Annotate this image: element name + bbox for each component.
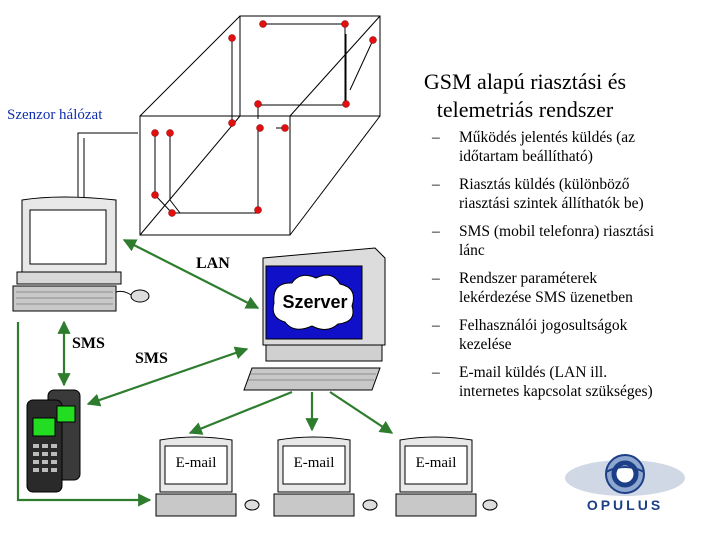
opulus-logo xyxy=(565,454,685,496)
email-label-1: E-mail xyxy=(175,455,217,471)
bullet-dash: – xyxy=(432,223,440,240)
feature-line: Felhasználói jogosultságok xyxy=(459,317,628,334)
title-line-1: GSM alapú riasztási és xyxy=(423,69,627,94)
bullet-dash: – xyxy=(432,317,440,334)
feature-line: E-mail küldés (LAN ill. xyxy=(459,364,608,381)
client-computer xyxy=(12,196,150,312)
feature-list: – Működés jelentés küldés (az időtartam be… xyxy=(432,128,707,410)
sensor-network-cube xyxy=(139,15,381,236)
feature-line: Riasztás küldés (különböző xyxy=(459,176,630,193)
feature-line: lekérdezése SMS üzenetben xyxy=(459,289,633,306)
lan-arrow xyxy=(122,239,260,309)
server-computer xyxy=(243,247,386,391)
sensor-network-label: Szenzor hálózat xyxy=(7,107,103,123)
sensor-nodes xyxy=(151,20,377,217)
feature-line: lánc xyxy=(459,242,485,259)
bullet-dash: – xyxy=(432,364,440,381)
feature-item: – Rendszer paraméterek lekérdezése SMS üze… xyxy=(432,269,707,307)
email-label-2: E-mail xyxy=(293,455,335,471)
email-computer-3 xyxy=(395,436,498,517)
feature-line: riasztási szintek állíthatók be) xyxy=(459,195,644,212)
email-line-left xyxy=(16,322,152,507)
sensor-wires xyxy=(139,23,374,235)
bullet-dash: – xyxy=(432,129,440,146)
connection-arrows xyxy=(16,239,394,507)
server-label: Szerver xyxy=(282,292,348,312)
email-arrow-3 xyxy=(329,391,394,434)
opulus-logo-text: OPULUS xyxy=(586,497,664,513)
feature-item: – Működés jelentés küldés (az időtartam be… xyxy=(432,128,707,166)
feature-line: internetes kapcsolat szükséges) xyxy=(459,383,653,400)
lan-label: LAN xyxy=(196,255,230,272)
feature-item: – SMS (mobil telefonra) riasztási lánc xyxy=(432,222,707,260)
sms-arrow-mid xyxy=(86,346,249,407)
feature-item: – Felhasználói jogosultságok kezelése xyxy=(432,316,707,354)
email-arrow-1 xyxy=(188,390,293,435)
feature-item: – E-mail küldés (LAN ill. internetes kapcs… xyxy=(432,363,707,401)
email-label-3: E-mail xyxy=(415,455,457,471)
feature-line: Működés jelentés küldés (az xyxy=(459,129,636,146)
mobile-phones xyxy=(26,389,81,493)
feature-line: SMS (mobil telefonra) riasztási xyxy=(459,223,654,240)
sms-label-left: SMS xyxy=(72,335,105,352)
bullet-dash: – xyxy=(432,176,440,193)
email-computer-1 xyxy=(155,436,260,517)
email-computer-2 xyxy=(273,436,378,517)
sensor-cable xyxy=(77,132,138,205)
feature-line: Rendszer paraméterek xyxy=(459,270,598,287)
title-line-2: telemetriás rendszer xyxy=(436,97,614,122)
feature-line: kezelése xyxy=(459,336,512,353)
feature-item: – Riasztás küldés (különböző riasztási szi… xyxy=(432,175,707,213)
sms-label-mid: SMS xyxy=(135,350,168,367)
bullet-dash: – xyxy=(432,270,440,287)
feature-line: időtartam beállítható) xyxy=(459,148,593,165)
